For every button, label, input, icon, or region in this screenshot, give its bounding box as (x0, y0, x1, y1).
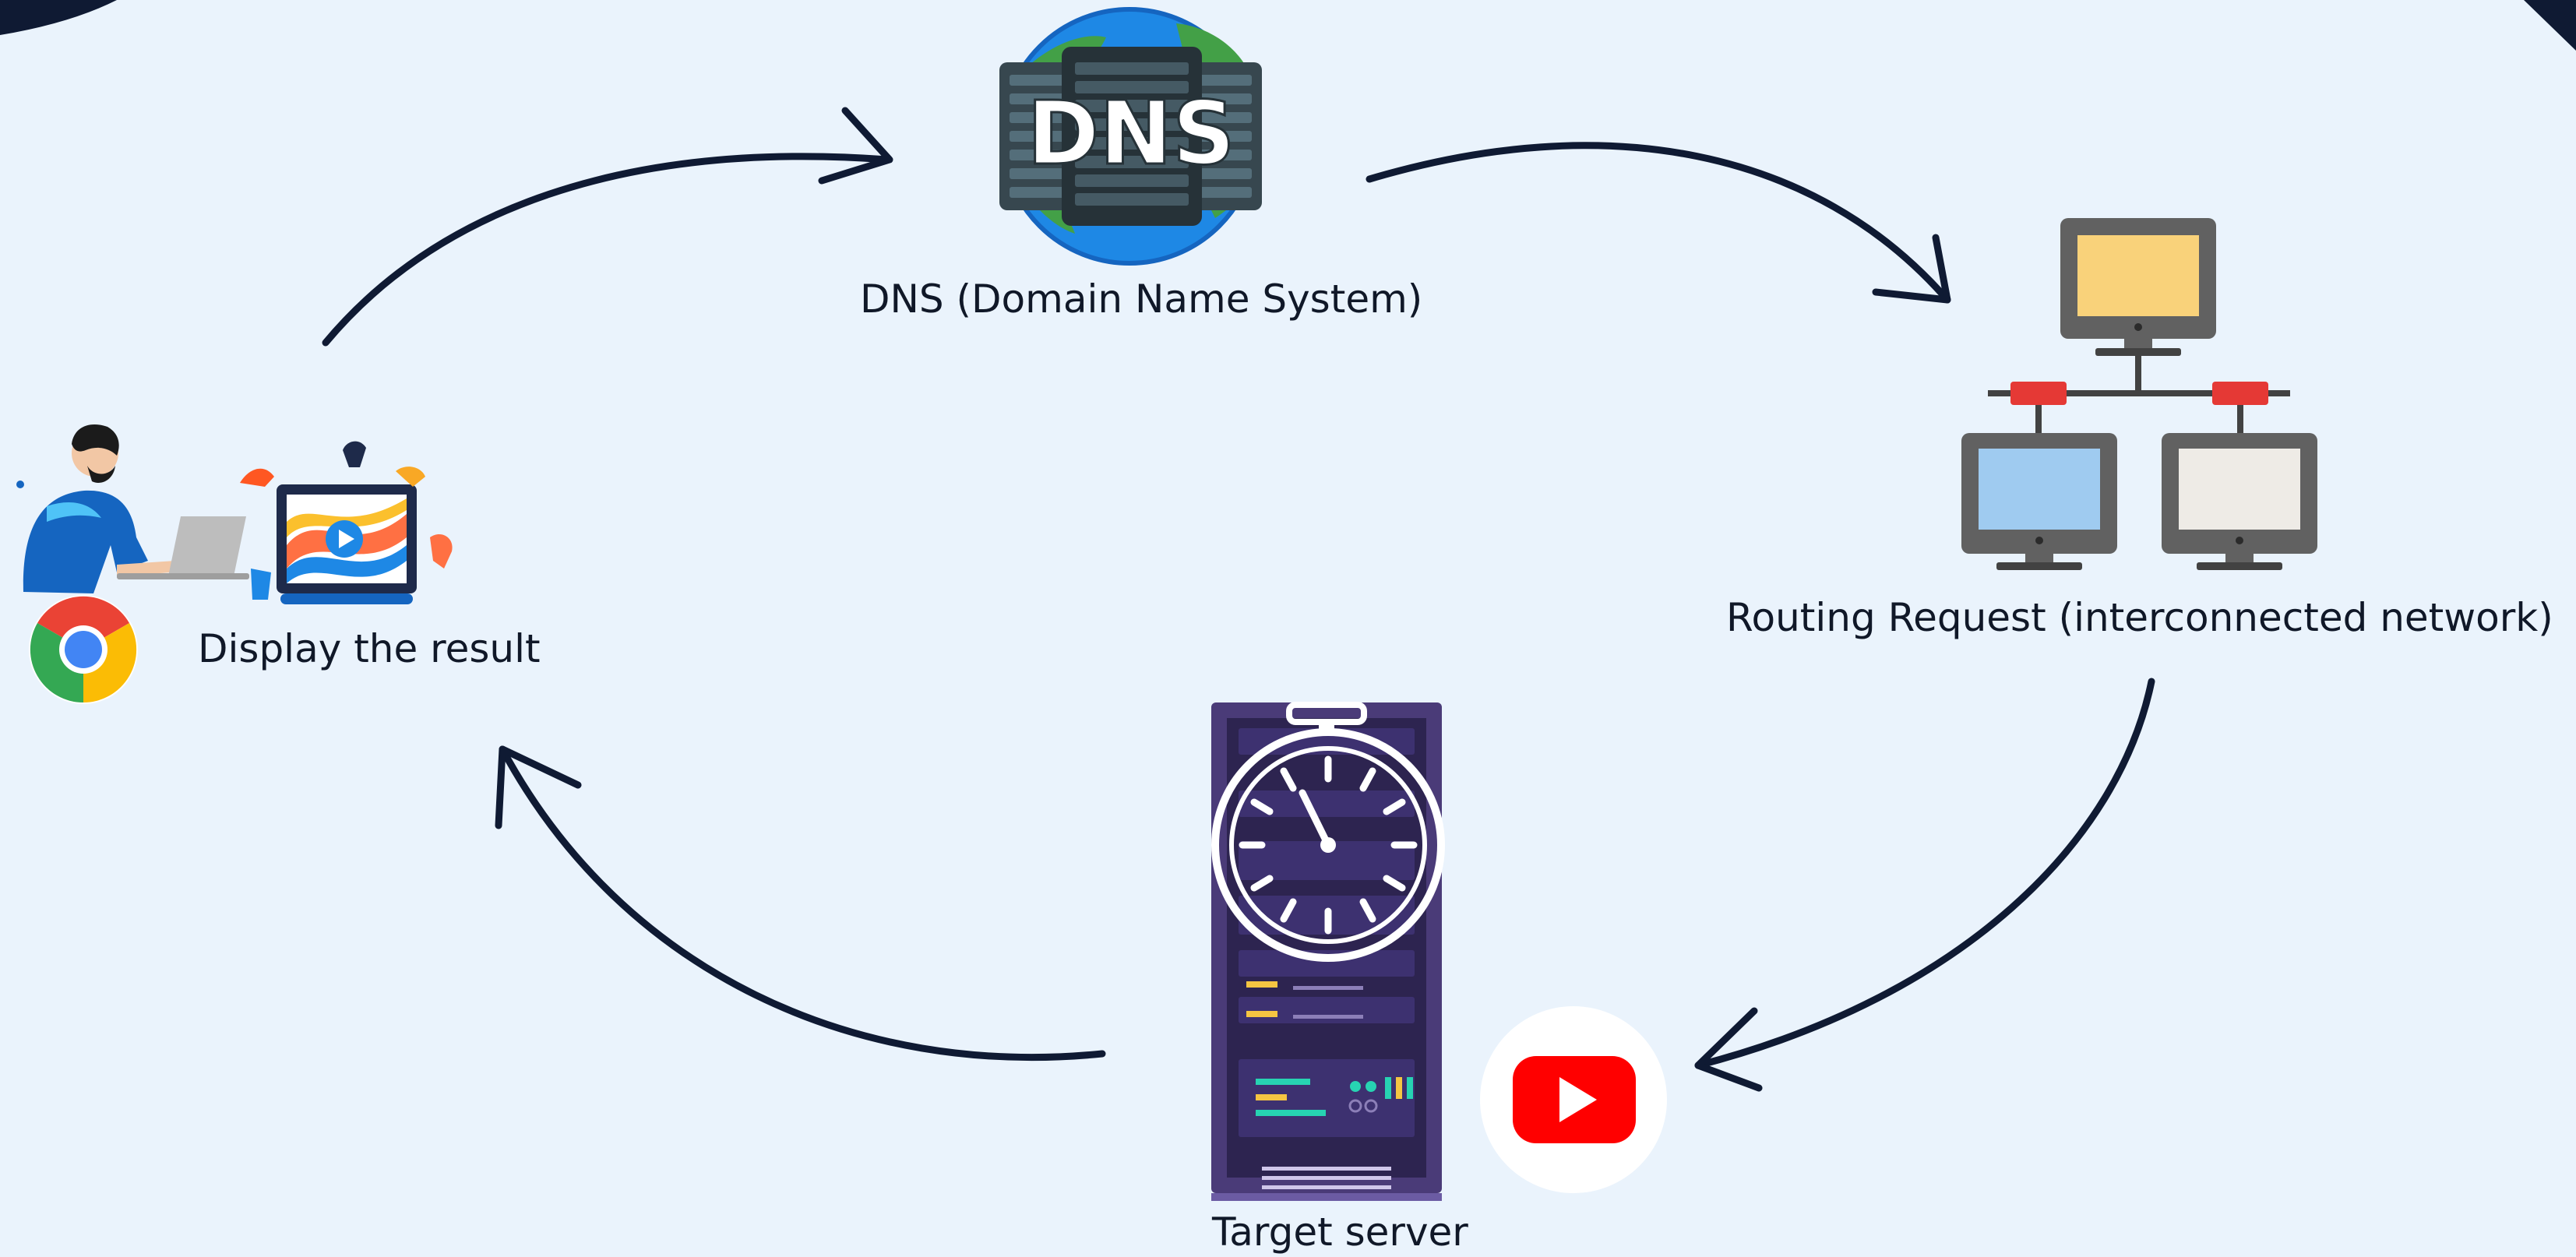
target-server-label: Target server (1212, 1209, 1468, 1255)
server-rack-stopwatch-icon (1211, 702, 1445, 1201)
arrow-dns-to-routing (1366, 142, 1951, 304)
network-computers-icon (1961, 218, 2317, 570)
user-laptop-media-icon (16, 424, 453, 604)
arrow-server-to-display (495, 745, 1106, 1062)
corner-decoration-right (2524, 0, 2576, 51)
routing-label: Routing Request (interconnected network) (1726, 595, 2553, 640)
display-result-label: Display the result (198, 626, 541, 671)
arrow-routing-to-server (1694, 678, 2155, 1092)
chrome-icon (29, 595, 138, 704)
arrow-display-to-dns (322, 107, 893, 347)
youtube-icon (1480, 1006, 1667, 1193)
dns-globe-server-icon: DNS (999, 7, 1262, 266)
dns-badge-text: DNS (1027, 83, 1235, 185)
corner-decoration-left (0, 0, 117, 35)
dns-label: DNS (Domain Name System) (860, 276, 1423, 322)
